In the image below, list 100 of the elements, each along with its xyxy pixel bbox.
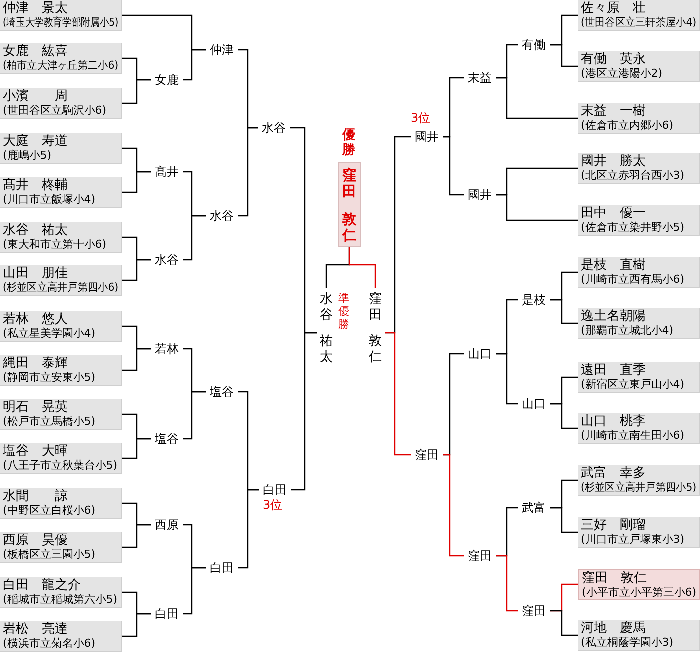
bracket-line bbox=[550, 299, 578, 324]
bracket-line bbox=[496, 77, 578, 120]
finalist-name: 窪田 bbox=[369, 292, 382, 324]
winner-name: 水谷 bbox=[206, 208, 238, 224]
winner-name: 山口 bbox=[464, 346, 496, 362]
entry-box bbox=[578, 153, 700, 184]
school-name: (松戸市立馬橋小5) bbox=[3, 415, 96, 428]
bracket-line bbox=[496, 555, 518, 612]
bracket-line bbox=[238, 489, 259, 569]
school-name: (横浜市立菊名小6) bbox=[3, 637, 96, 650]
player-name: 小濱 周 bbox=[3, 89, 68, 104]
entry-box bbox=[578, 0, 700, 31]
bracket-line bbox=[348, 247, 376, 288]
player-name: 國井 勝太 bbox=[581, 154, 646, 169]
winner-name: 仲津 bbox=[206, 42, 238, 58]
winner-name: 女鹿 bbox=[151, 72, 183, 88]
school-name: (東大和市立第十小6) bbox=[3, 238, 107, 251]
player-name: 西原 昊優 bbox=[3, 533, 68, 548]
school-name: (世田谷区立三軒茶屋小4) bbox=[581, 16, 697, 29]
entry-box bbox=[0, 177, 122, 208]
entry-box bbox=[578, 205, 700, 236]
entry-box bbox=[578, 413, 700, 444]
bracket-line bbox=[122, 613, 151, 638]
entry-box bbox=[578, 569, 700, 600]
entry-box bbox=[0, 443, 122, 474]
winner-name: 西原 bbox=[151, 517, 183, 533]
player-name: 山口 桃李 bbox=[581, 414, 646, 429]
rank-label: 準優勝 bbox=[338, 292, 350, 331]
player-name: 山田 朋佳 bbox=[3, 266, 68, 281]
bracket-line bbox=[550, 403, 578, 430]
school-name: (新宿区立東戸山小4) bbox=[581, 378, 685, 391]
player-name: 水間 諒 bbox=[3, 489, 68, 504]
bracket-line bbox=[496, 194, 578, 222]
bracket-line bbox=[183, 567, 206, 615]
winner-name: 國井 bbox=[464, 187, 496, 203]
school-name: (私立桐蔭学園小3) bbox=[581, 636, 674, 649]
winner-name: 若林 bbox=[151, 341, 183, 357]
rank-label: 3位 bbox=[263, 498, 283, 512]
player-name: 三好 剛瑠 bbox=[581, 518, 646, 533]
school-name: (川口市立戸塚東小3) bbox=[581, 533, 685, 546]
bracket-line bbox=[385, 332, 411, 456]
winner-name: 武富 bbox=[518, 500, 550, 516]
school-name: (世田谷区立駒沢小6) bbox=[3, 104, 107, 117]
entry-box bbox=[0, 222, 122, 253]
player-name: 田中 優一 bbox=[581, 206, 646, 221]
bracket-line bbox=[183, 49, 206, 81]
rank-label: 3位 bbox=[411, 111, 431, 125]
player-name: 有働 英永 bbox=[581, 52, 646, 67]
player-name: 大庭 寿道 bbox=[3, 134, 68, 149]
school-name: (埼玉大学教育学部附属小5) bbox=[3, 16, 119, 29]
entry-box bbox=[0, 133, 122, 164]
winner-name: 末益 bbox=[464, 70, 496, 86]
player-name: 遠田 直季 bbox=[581, 363, 646, 378]
winner-name: 是枝 bbox=[518, 292, 550, 308]
entry-box bbox=[578, 257, 700, 288]
player-name: 窪田 敦仁 bbox=[582, 571, 647, 586]
winner-name: 白田 bbox=[259, 482, 291, 498]
school-name: (静岡市立安東小5) bbox=[3, 371, 96, 384]
finalist-name: 敦仁 bbox=[369, 334, 382, 366]
entry-box bbox=[578, 308, 700, 339]
entry-box bbox=[0, 311, 122, 342]
entry-box bbox=[0, 488, 122, 519]
player-name: 佐々原 壮 bbox=[581, 1, 646, 16]
winner-name: 塩谷 bbox=[151, 431, 183, 447]
school-name: (港区立港陽小2) bbox=[581, 67, 663, 80]
school-name: (川口市立飯塚小4) bbox=[3, 193, 96, 206]
entry-box bbox=[0, 0, 122, 31]
winner-name: 白田 bbox=[151, 606, 183, 622]
player-name: 武富 幸多 bbox=[581, 466, 646, 481]
player-name: 明石 晃英 bbox=[3, 400, 68, 415]
bracket-line bbox=[122, 348, 151, 372]
player-name: 髙井 柊輔 bbox=[3, 178, 68, 193]
school-name: (北区立赤羽台西小3) bbox=[581, 169, 685, 182]
bracket-line bbox=[183, 391, 206, 440]
school-name: (那覇市立城北小4) bbox=[581, 324, 674, 337]
school-name: (川崎市立南生田小6) bbox=[581, 429, 685, 442]
player-name: 河地 慶馬 bbox=[581, 621, 646, 636]
school-name: (川崎市立西有馬小6) bbox=[581, 273, 685, 286]
school-name: (板橋区立三園小5) bbox=[3, 548, 96, 561]
bracket-line bbox=[443, 454, 464, 557]
winner-name: 水谷 bbox=[258, 120, 290, 136]
school-name: (小平市立小平第三小6) bbox=[582, 586, 697, 599]
winner-name: 窪田 bbox=[411, 447, 443, 463]
school-name: (杉並区立高井戸第四小5) bbox=[581, 481, 697, 494]
school-name: (中野区立白桜小6) bbox=[3, 504, 96, 517]
bracket-line bbox=[122, 438, 151, 460]
winner-name: 國井 bbox=[411, 129, 443, 145]
entry-box bbox=[578, 465, 700, 496]
bracket-line bbox=[122, 259, 151, 282]
entry-box bbox=[0, 355, 122, 386]
bracket-line bbox=[122, 79, 151, 104]
entry-box bbox=[0, 621, 122, 652]
bracket-line bbox=[550, 507, 578, 534]
school-name: (私立星美学園小4) bbox=[3, 327, 96, 340]
winner-name: 窪田 bbox=[464, 548, 496, 564]
bracket-line bbox=[496, 353, 518, 405]
entry-box bbox=[578, 51, 700, 82]
player-name: 仲津 景太 bbox=[3, 1, 68, 16]
winner-name: 髙井 bbox=[151, 164, 183, 180]
entry-box bbox=[0, 399, 122, 430]
